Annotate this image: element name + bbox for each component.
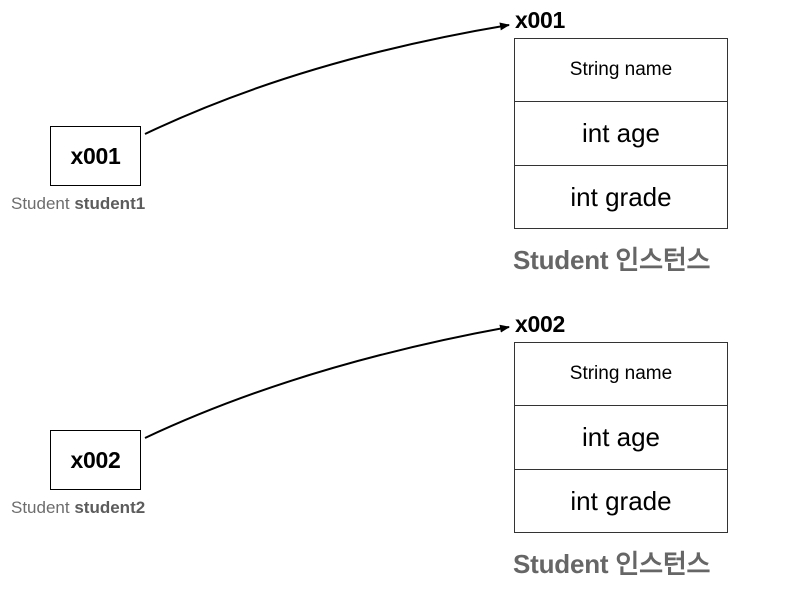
variable-type: Student xyxy=(11,194,70,213)
instance-box: String name int age int grade xyxy=(514,38,728,229)
field-age: int age xyxy=(515,406,727,470)
field-name: String name xyxy=(515,39,727,103)
reference-variable-box: x002 xyxy=(50,430,141,490)
variable-name: student2 xyxy=(74,498,146,517)
instance-caption: Student 인스턴스 xyxy=(513,245,711,275)
instance-box: String name int age int grade xyxy=(514,342,728,533)
variable-declaration: Student student1 xyxy=(11,194,145,214)
field-grade: int grade xyxy=(570,181,672,212)
instance-address: x002 xyxy=(515,311,565,337)
reference-arrow-2 xyxy=(144,324,510,439)
instance-address: x001 xyxy=(515,7,565,33)
variable-declaration: Student student2 xyxy=(11,498,145,518)
field-grade: int grade xyxy=(570,485,672,516)
field-age: int age xyxy=(515,102,727,166)
variable-type: Student xyxy=(11,498,70,517)
variable-name: student1 xyxy=(74,194,146,213)
reference-arrow-1 xyxy=(144,22,510,135)
reference-variable-box: x001 xyxy=(50,126,141,186)
instance-caption: Student 인스턴스 xyxy=(513,549,711,579)
field-name: String name xyxy=(515,343,727,407)
